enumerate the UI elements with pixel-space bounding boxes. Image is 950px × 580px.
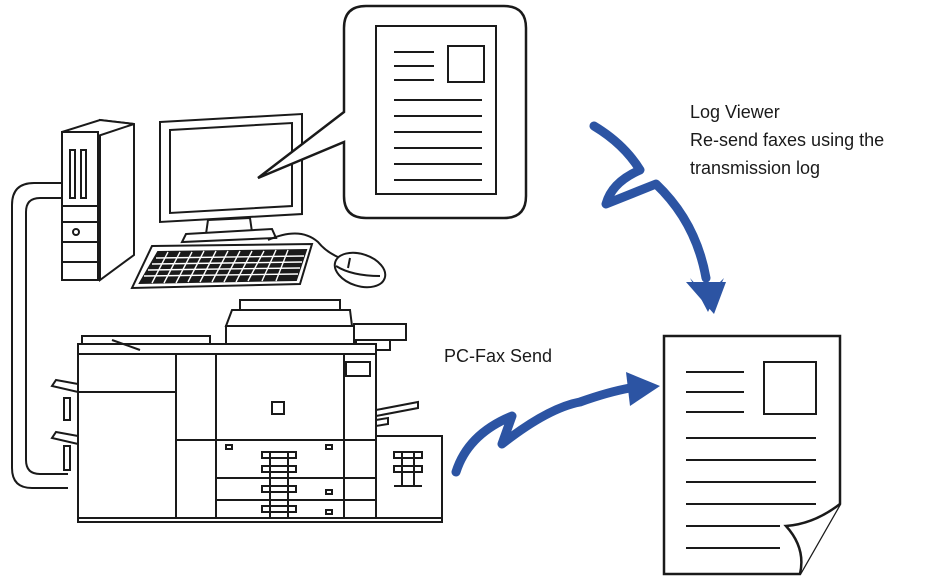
curved-arrow-icon: [451, 372, 660, 477]
multifunction-printer-icon: [50, 299, 443, 523]
monitor-icon: [159, 112, 303, 244]
log-viewer-title: Log Viewer: [690, 102, 780, 122]
keyboard-icon: [130, 242, 314, 290]
curved-arrow-icon: [589, 121, 726, 314]
bubble-document-icon: [375, 25, 497, 195]
connection-cable: [11, 182, 68, 489]
log-viewer-line-1: Re-send faxes using the: [690, 130, 885, 150]
pc-fax-send-label: PC-Fax Send: [444, 346, 553, 366]
computer-tower-icon: [61, 118, 135, 282]
log-viewer-line-2: transmission log: [690, 158, 821, 178]
mouse-icon: [267, 232, 387, 289]
document-lines: [686, 361, 817, 549]
log-viewer-label: Log Viewer Re-send faxes using the trans…: [690, 98, 884, 182]
